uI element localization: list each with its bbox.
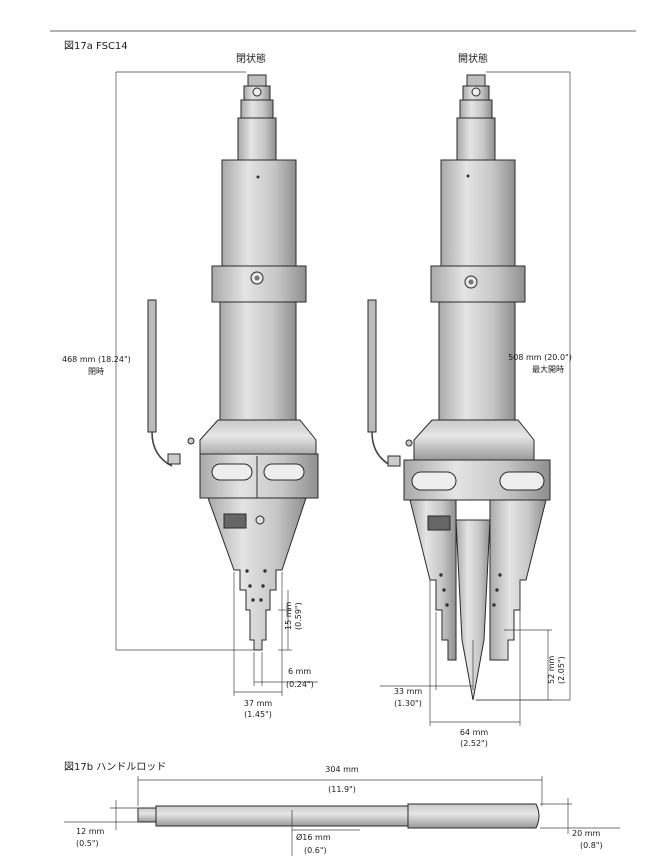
open-tool [367, 74, 551, 701]
dim-304-inch: (11.9") [328, 785, 356, 794]
dim-52-label: 52 mm [547, 655, 556, 684]
closed-tool [147, 74, 319, 651]
dim-33-inch: (1.30") [394, 699, 422, 708]
dim-37-label: 37 mm [244, 699, 273, 708]
dim-16-inch: (0.6") [304, 846, 327, 855]
dim-33-label: 33 mm [394, 687, 423, 696]
dim-64-label: 64 mm [460, 728, 489, 737]
dim-304-label: 304 mm [325, 765, 359, 774]
dimension-lines-17a [115, 71, 571, 726]
dim-37-inch: (1.45") [244, 710, 272, 719]
dim-15-label: 15 mm [284, 601, 293, 630]
fig17a-title: 図17a FSC14 [64, 40, 128, 52]
dim-16-label: Ø16 mm [296, 832, 331, 842]
dim-6-label: 6 mm [288, 667, 311, 676]
fig17b-title: 図17b ハンドルロッド [64, 761, 166, 773]
dim-468-note: 閉時 [88, 367, 104, 376]
dim-20-label: 20 mm [572, 829, 601, 838]
dim-52-inch: (2.05") [557, 656, 566, 684]
dim-64-inch: (2.52") [460, 739, 488, 748]
dim-508-label: 508 mm (20.0") [508, 353, 572, 362]
dim-468-label: 468 mm (18.24") [62, 355, 131, 364]
dim-508-note: 最大開時 [532, 364, 564, 374]
open-state-label: 開状態 [458, 52, 488, 65]
dim-12-inch: (0.5") [76, 839, 99, 848]
closed-state-label: 閉状態 [236, 52, 266, 65]
dimension-lines-17b [64, 776, 620, 856]
dim-12-label: 12 mm [76, 827, 105, 836]
dim-20-inch: (0.8") [580, 841, 603, 850]
handle-rod [137, 803, 540, 829]
dim-6-inch: (0.24") [286, 680, 314, 689]
dim-15-inch: (0.59") [294, 602, 303, 630]
